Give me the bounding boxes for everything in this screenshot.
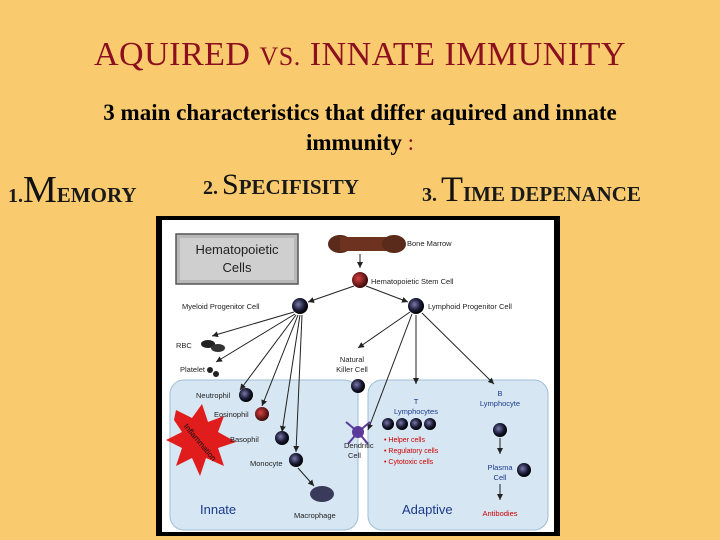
myeloid-label: Myeloid Progenitor Cell	[182, 302, 260, 311]
feature-rest: EMORY	[56, 183, 137, 207]
rbc-icon	[201, 340, 215, 348]
box-title-line1: Hematopoietic	[195, 242, 279, 257]
lymphoid-label: Lymphoid Progenitor Cell	[428, 302, 512, 311]
subtitle-line2-text: immunity	[306, 130, 408, 155]
plasma-cell-icon	[517, 463, 531, 477]
subtitle-colon: :	[407, 130, 414, 155]
macrophage-icon	[310, 486, 334, 502]
subtitle: 3 main characteristics that differ aquir…	[40, 98, 680, 158]
platelet-icon	[207, 367, 213, 373]
title-part1: AQUIRED	[93, 36, 260, 73]
t-subtype-helper: • Helper cells	[384, 437, 425, 444]
t-cell-icon	[382, 418, 394, 430]
monocyte-icon	[289, 453, 303, 467]
feature-time-dependence: 3. TIME DEPENANCE	[422, 168, 641, 210]
title-vs: VS.	[259, 42, 301, 71]
adaptive-panel	[367, 379, 549, 531]
feature-list: 1.MEMORY 2. SPECIFISITY 3. TIME DEPENANC…	[0, 168, 720, 211]
t-label-line2: Lymphocytes	[394, 407, 438, 416]
inflammation-starburst-icon	[166, 404, 236, 476]
t-subtype-regulatory: • Regulatory cells	[384, 448, 439, 455]
diagram-svg: Hematopoietic Cells Bone Marrow Hematopo…	[162, 220, 554, 532]
myeloid-progenitor-icon	[292, 298, 308, 314]
feature-number: 3.	[422, 184, 437, 206]
b-label-line2: Lymphocyte	[480, 399, 520, 408]
innate-label: Innate	[200, 502, 236, 517]
dendritic-label-line2: Cell	[348, 451, 361, 460]
platelet-label: Platelet	[180, 365, 206, 374]
t-subtype-cytotoxic: • Cytotoxic cells	[384, 459, 434, 466]
feature-specificity: 2. SPECIFISITY	[203, 168, 359, 202]
bone-marrow-icon	[328, 235, 406, 253]
adaptive-label: Adaptive	[402, 502, 453, 517]
plasma-label-line2: Cell	[494, 473, 507, 482]
nk-label-line1: Natural	[340, 355, 365, 364]
hematopoietic-cells-box	[175, 233, 299, 285]
bone-marrow-label: Bone Marrow	[407, 239, 452, 248]
feature-rest: PECIFISITY	[238, 175, 359, 199]
nk-label-line2: Killer Cell	[336, 365, 368, 374]
eosinophil-icon	[255, 407, 269, 421]
title-part2: INNATE IMMUNITY	[300, 36, 627, 73]
b-cell-icon	[493, 423, 507, 437]
feature-memory: 1.MEMORY	[8, 168, 137, 212]
eosinophil-label: Eosinophil	[214, 410, 249, 419]
basophil-label: Basophil	[230, 435, 259, 444]
nk-cell-icon	[351, 379, 365, 393]
feature-initial: S	[222, 168, 239, 201]
stem-cell-label: Hematopoietic Stem Cell	[371, 277, 454, 286]
hematopoiesis-diagram: Hematopoietic Cells Bone Marrow Hematopo…	[156, 216, 560, 536]
dendritic-label-line1: Dendritic	[344, 441, 374, 450]
feature-initial: M	[23, 169, 57, 211]
lymphoid-progenitor-icon	[408, 298, 424, 314]
subtitle-line1: 3 main characteristics that differ aquir…	[103, 100, 617, 125]
plasma-label-line1: Plasma	[487, 463, 513, 472]
feature-initial: T	[441, 169, 463, 209]
monocyte-label: Monocyte	[250, 459, 283, 468]
feature-number: 1.	[8, 185, 23, 207]
subtitle-line2: immunity :	[40, 128, 680, 158]
b-label-line1: B	[497, 389, 502, 398]
rbc-label: RBC	[176, 341, 192, 350]
basophil-icon	[275, 431, 289, 445]
feature-number: 2.	[203, 177, 218, 199]
antibodies-label: Antibodies	[482, 509, 517, 518]
slide-title: AQUIRED VS. INNATE IMMUNITY	[0, 36, 720, 74]
neutrophil-icon	[239, 388, 253, 402]
t-label-line1: T	[414, 397, 419, 406]
feature-rest: IME DEPENANCE	[463, 182, 641, 206]
dendritic-cell-icon	[345, 421, 371, 445]
macrophage-label: Macrophage	[294, 511, 336, 520]
box-title-line2: Cells	[223, 260, 252, 275]
stem-cell-icon	[352, 272, 368, 288]
neutrophil-label: Neutrophil	[196, 391, 231, 400]
